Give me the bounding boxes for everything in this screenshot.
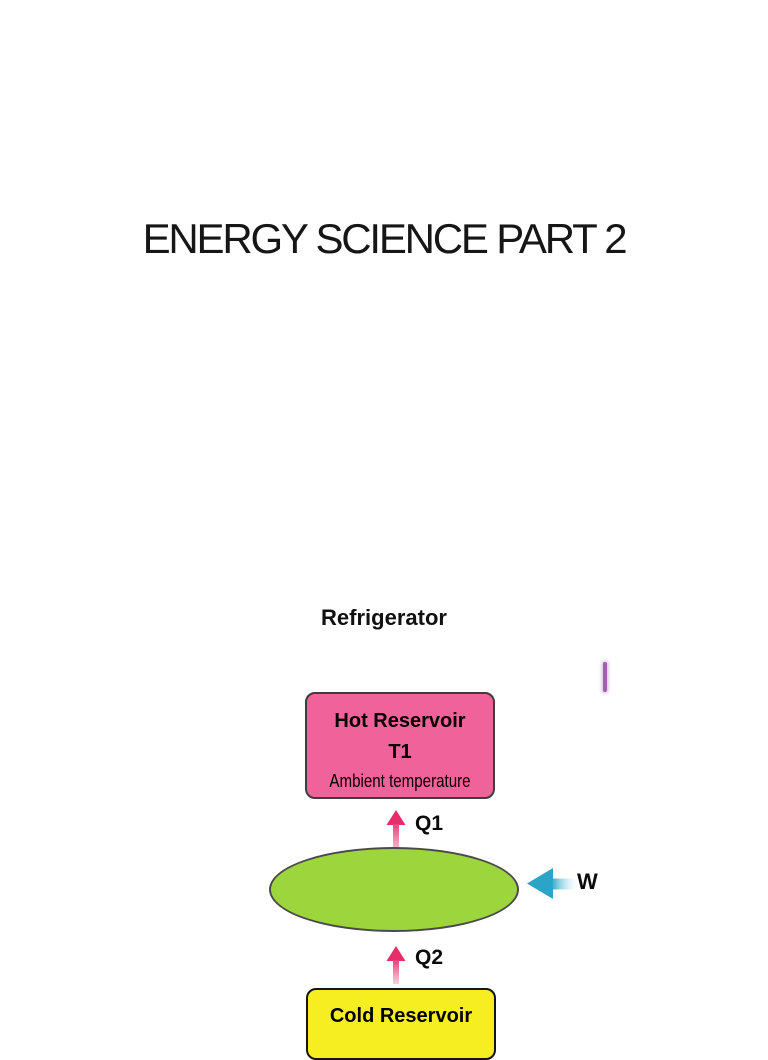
text-cursor: [603, 662, 607, 692]
q2-label: Q2: [415, 946, 444, 969]
slide-page: ENERGY SCIENCE PART 2 Refrigerator Hot R…: [142, 215, 628, 1060]
slide-title: ENERGY SCIENCE PART 2: [142, 215, 628, 262]
cold-reservoir-box: Cold Reservoir: [306, 988, 496, 1060]
hot-reservoir-description: Ambient temperature: [329, 771, 471, 791]
q1-label: Q1: [415, 812, 444, 835]
w-label: W: [577, 869, 598, 894]
hot-reservoir-name: Hot Reservoir: [334, 710, 466, 732]
section-heading-refrigerator: Refrigerator: [321, 605, 447, 630]
engine-ellipse: [269, 847, 519, 932]
up-arrow-q1-icon: [386, 810, 406, 854]
hot-reservoir-temperature: T1: [388, 741, 412, 763]
left-arrow-w-icon: [527, 868, 578, 899]
up-arrow-q2-icon: [386, 946, 406, 984]
hot-reservoir-box: Hot Reservoir T1 Ambient temperature: [305, 692, 495, 799]
cold-reservoir-name: Cold Reservoir: [329, 1005, 473, 1027]
